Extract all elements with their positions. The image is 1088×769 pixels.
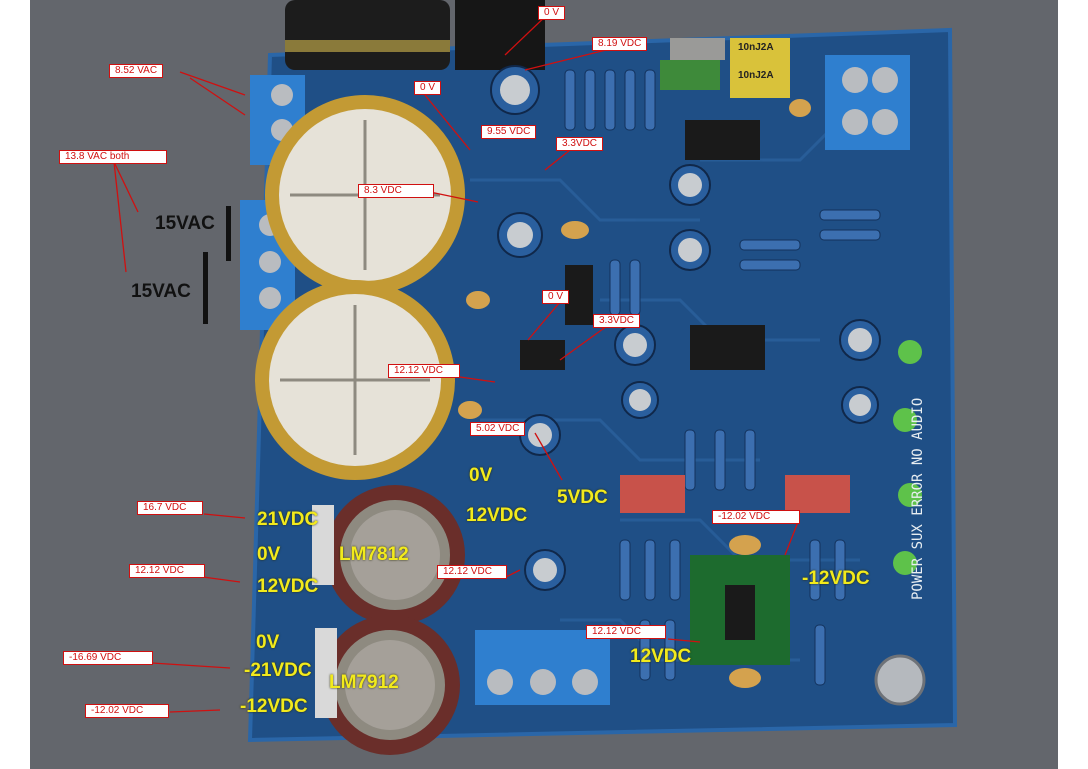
label-15vac-top: 15VAC (155, 213, 215, 234)
film-cap-gray (670, 38, 725, 60)
callout-0v-top: 0 V (538, 6, 566, 20)
ic-top (685, 120, 760, 160)
label-neg-21vdc: -21VDC (244, 660, 312, 681)
label-0v-left: 0V (257, 544, 281, 565)
mounting-screw (874, 654, 926, 706)
label-neg-12vdc-right: -12VDC (802, 568, 870, 589)
label-0v-lower: 0V (256, 632, 280, 653)
ic-middle (690, 325, 765, 370)
callout-0v-2: 0 V (414, 81, 442, 95)
callout-12-12-vdc-1: 12.12 VDC (388, 364, 460, 378)
top-black-capacitor (285, 0, 450, 70)
marker-bar-2 (203, 252, 208, 324)
callout-13-8-vac: 13.8 VAC both (59, 150, 167, 164)
callout-5-02-vdc: 5.02 VDC (470, 422, 526, 436)
film-cap-label-1: 10nJ2A (734, 40, 778, 55)
callout-12-12-vdc-4: 12.12 VDC (586, 625, 666, 639)
label-15vac-bottom: 15VAC (131, 281, 191, 302)
brown-capacitor-lm7912 (320, 615, 460, 755)
silkscreen-text: POWER SUX ERROR NO AUDIO (910, 398, 926, 600)
callout-8-52-vac: 8.52 VAC (109, 64, 164, 78)
callout-3-3vdc-1: 3.3VDC (556, 137, 604, 151)
callout-neg-12-02-vdc-2: -12.02 VDC (85, 704, 169, 718)
label-21vdc: 21VDC (257, 509, 319, 530)
status-leds (893, 340, 922, 575)
red-film-cap-left (620, 475, 685, 513)
label-0v-mid: 0V (469, 465, 493, 486)
brown-capacitor-lm7812 (325, 485, 465, 625)
label-12vdc-bottom: 12VDC (630, 646, 692, 667)
label-lm7912: LM7912 (329, 672, 399, 693)
red-film-cap-right (785, 475, 850, 513)
ic-regulator-small (520, 340, 565, 370)
label-12vdc-mid: 12VDC (466, 505, 528, 526)
callout-16-7-vdc: 16.7 VDC (137, 501, 203, 515)
label-neg-12vdc-left: -12VDC (240, 696, 308, 717)
ic-small-left (565, 265, 593, 325)
callout-0v-3: 0 V (542, 290, 570, 304)
label-5vdc: 5VDC (557, 487, 608, 508)
ceramic-caps (458, 99, 811, 688)
large-gold-capacitor-bottom (255, 280, 455, 480)
label-lm7812: LM7812 (339, 544, 409, 565)
film-cap-green (660, 60, 720, 90)
bottom-terminal-block (475, 630, 610, 705)
lm7912-body (315, 628, 337, 718)
callout-8-3-vdc: 8.3 VDC (358, 184, 434, 198)
marker-bar-1 (226, 206, 231, 261)
callout-3-3vdc-2: 3.3VDC (593, 314, 641, 328)
label-12vdc-left: 12VDC (257, 576, 319, 597)
callout-12-12-vdc-2: 12.12 VDC (129, 564, 205, 578)
callout-9-55-vdc: 9.55 VDC (481, 125, 537, 139)
top-regulator (455, 0, 545, 70)
callout-neg-16-69-vdc: -16.69 VDC (63, 651, 153, 665)
film-cap-label-2: 10nJ2A (734, 68, 778, 83)
callout-arrows (113, 11, 799, 713)
callout-8-19-vdc: 8.19 VDC (592, 37, 648, 51)
callout-neg-12-02-vdc-1: -12.02 VDC (712, 510, 800, 524)
callout-12-12-vdc-3: 12.12 VDC (437, 565, 507, 579)
lm7812-body (312, 505, 334, 585)
right-terminal-block (825, 55, 910, 150)
